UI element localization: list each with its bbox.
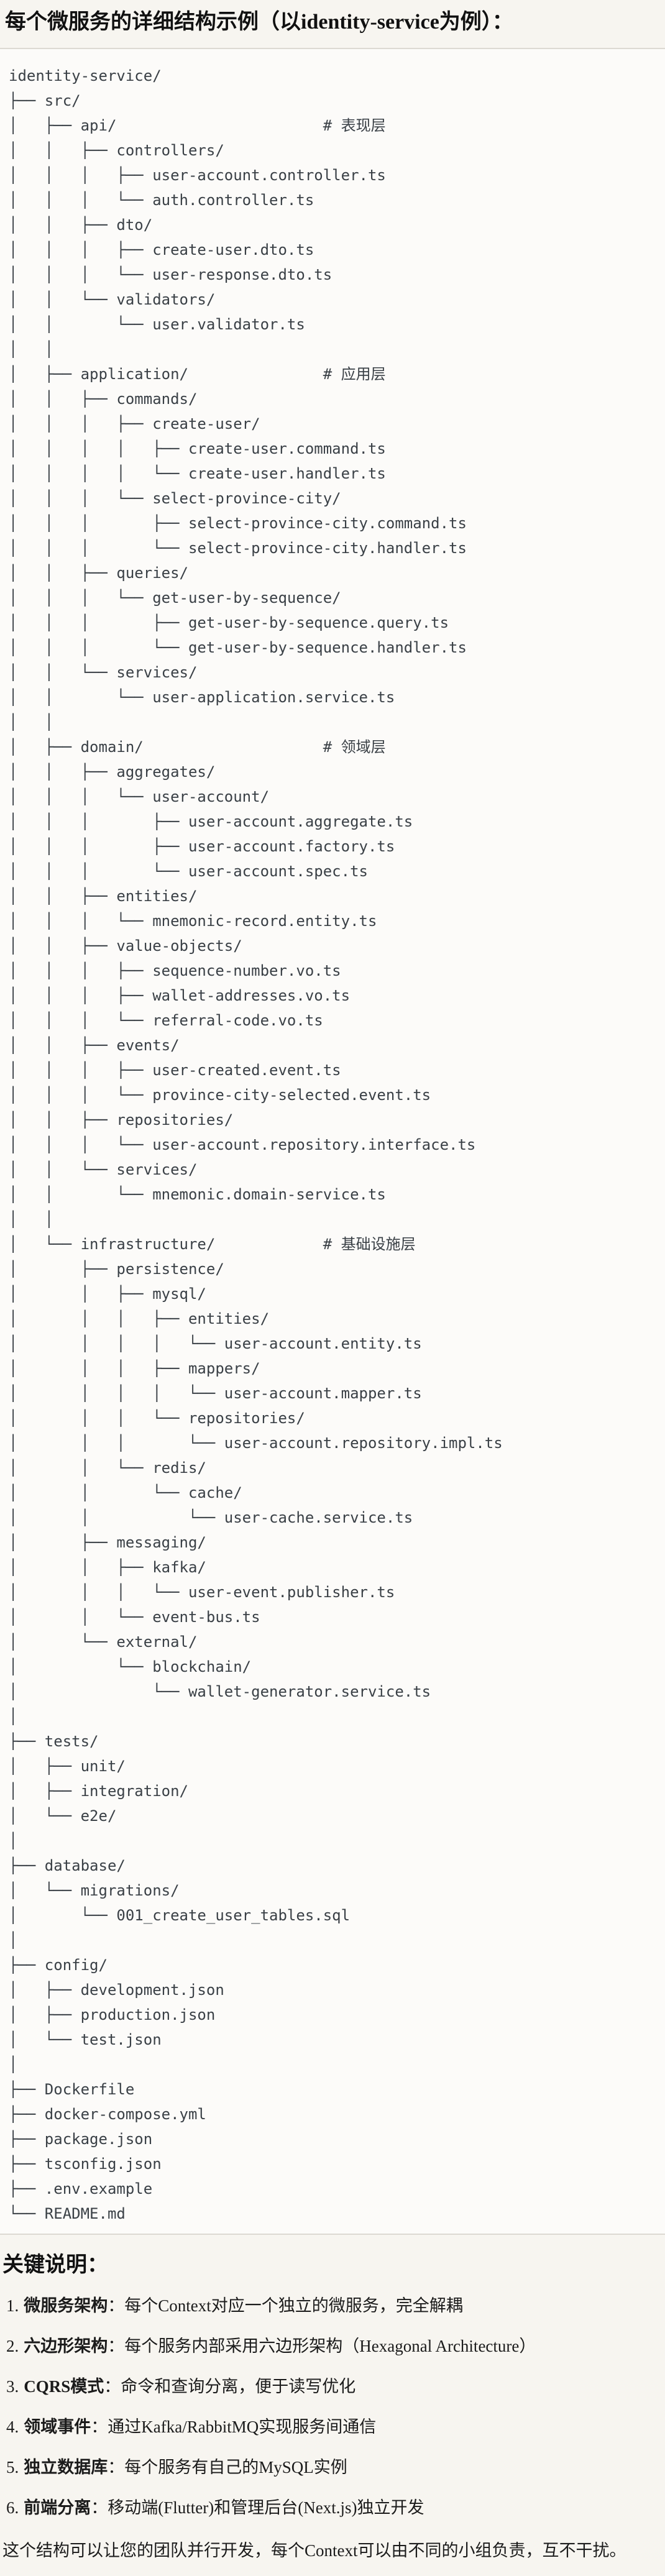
note-number: 4. — [6, 2418, 19, 2436]
note-label: 六边形架构 — [24, 2337, 108, 2355]
document: 每个微服务的详细结构示例（以identity-service为例）： ident… — [0, 7, 665, 2576]
note-colon: ： — [91, 2498, 108, 2517]
page-title: 每个微服务的详细结构示例（以identity-service为例）： — [5, 11, 513, 34]
notes-heading: 关键说明： — [2, 2253, 108, 2276]
note-label: 前端分离 — [24, 2498, 91, 2517]
note-item: 4. 领域事件：通过Kafka/RabbitMQ实现服务间通信 — [6, 2414, 658, 2440]
note-colon: ： — [108, 2458, 125, 2477]
note-label: CQRS模式 — [24, 2377, 104, 2396]
note-colon: ： — [108, 2296, 125, 2315]
note-label: 微服务架构 — [24, 2296, 108, 2315]
note-text: 通过Kafka/RabbitMQ实现服务间通信 — [108, 2418, 377, 2436]
note-number: 3. — [6, 2377, 19, 2396]
note-label: 独立数据库 — [24, 2458, 108, 2477]
file-tree: identity-service/ ├── src/ │ ├── api/ # … — [9, 67, 503, 2222]
note-text: 每个服务有自己的MySQL实例 — [124, 2458, 347, 2477]
note-colon: ： — [108, 2337, 125, 2355]
note-item: 1. 微服务架构：每个Context对应一个独立的微服务，完全解耦 — [6, 2293, 658, 2319]
closing-paragraph: 这个结构可以让您的团队并行开发，每个Context可以由不同的小组负责，互不干扰… — [2, 2541, 626, 2560]
note-colon: ： — [91, 2418, 108, 2436]
notes-section: 关键说明： 1.微服务架构：每个Context对应一个独立的微服务，完全解耦 2… — [0, 2251, 665, 2576]
note-text: 每个Context对应一个独立的微服务，完全解耦 — [124, 2296, 463, 2315]
note-item: 3. CQRS模式：命令和查询分离，便于读写优化 — [6, 2374, 658, 2400]
note-item: 6. 前端分离：移动端(Flutter)和管理后台(Next.js)独立开发 — [6, 2495, 658, 2521]
note-text: 移动端(Flutter)和管理后台(Next.js)独立开发 — [108, 2498, 424, 2517]
note-number: 6. — [6, 2498, 19, 2517]
code-block: identity-service/ ├── src/ │ ├── api/ # … — [0, 48, 665, 2235]
note-label: 领域事件 — [24, 2418, 91, 2436]
note-number: 2. — [6, 2337, 19, 2355]
note-number: 1. — [6, 2296, 19, 2315]
note-text: 命令和查询分离，便于读写优化 — [121, 2377, 356, 2396]
note-colon: ： — [104, 2377, 121, 2396]
note-text: 每个服务内部采用六边形架构（Hexagonal Architecture） — [124, 2337, 536, 2355]
note-number: 5. — [6, 2458, 19, 2477]
note-item: 5. 独立数据库：每个服务有自己的MySQL实例 — [6, 2455, 658, 2480]
note-item: 2. 六边形架构：每个服务内部采用六边形架构（Hexagonal Architec… — [6, 2334, 658, 2359]
